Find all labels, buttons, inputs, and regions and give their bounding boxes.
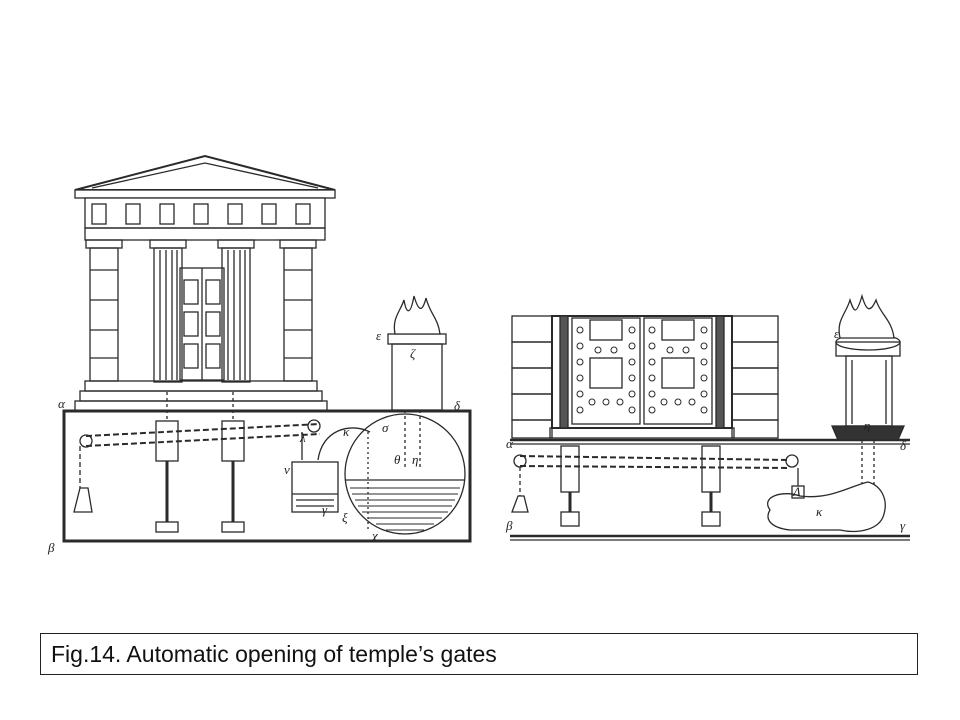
right-label-lambda: Λ — [791, 484, 801, 499]
water-sphere — [344, 413, 466, 535]
right-drum — [221, 420, 245, 462]
pediment-inner — [91, 162, 319, 189]
triglyphs — [91, 203, 311, 225]
right-drum-left-weight — [560, 511, 580, 527]
right-drum-right-weight — [701, 511, 721, 527]
bucket — [291, 461, 339, 513]
underground-chamber — [62, 409, 472, 543]
right-altar-flame — [838, 293, 895, 339]
gate-studs — [576, 326, 708, 414]
frieze — [84, 197, 326, 229]
left-label-theta: θ — [394, 452, 401, 467]
gate-leaf-left — [571, 317, 641, 425]
left-label-zeta: ζ — [410, 346, 416, 361]
right-label-kappa: κ — [816, 504, 823, 519]
left-label-lambda: λ — [299, 430, 306, 445]
left-pulley — [79, 434, 93, 448]
counterweight — [73, 487, 93, 513]
leather-bag — [767, 481, 886, 533]
left-label-nu: ν — [284, 462, 290, 477]
altar-flame — [393, 295, 441, 335]
figure-caption: Fig.14. Automatic opening of temple’s ga… — [51, 641, 497, 667]
left-label-sigma: σ — [382, 420, 389, 435]
right-anta — [283, 247, 313, 382]
cornice — [74, 189, 336, 199]
left-label-xi: ξ — [342, 510, 348, 525]
left-temple-elevation — [62, 154, 472, 543]
right-chain — [519, 455, 791, 461]
left-label-epsilon: ε — [376, 328, 382, 343]
right-gate-section — [510, 293, 910, 541]
left-label-eta: η — [412, 452, 418, 467]
right-column — [217, 239, 255, 383]
left-label-beta: β — [47, 540, 55, 555]
caption-box: Fig.14. Automatic opening of temple’s ga… — [40, 633, 918, 675]
left-label-chi: χ — [370, 528, 378, 543]
right-label-epsilon: ε — [834, 326, 840, 341]
masonry-left — [511, 315, 553, 439]
right-pulley — [307, 419, 321, 433]
right-label-alpha: α — [506, 436, 514, 451]
step-middle — [79, 390, 323, 402]
masonry-right — [731, 315, 779, 439]
left-label-gamma: γ — [322, 502, 328, 517]
left-label-delta: δ — [454, 398, 461, 413]
right-counterweight — [511, 495, 529, 513]
threshold — [549, 427, 735, 439]
left-column — [149, 239, 187, 383]
left-label-alpha: α — [58, 396, 66, 411]
left-altar — [387, 295, 447, 411]
right-altar — [831, 293, 905, 441]
left-label-kappa: κ — [343, 424, 350, 439]
rope-chain — [85, 423, 321, 437]
right-label-delta: δ — [900, 438, 907, 453]
right-label-gamma: γ — [900, 518, 906, 533]
pediment — [74, 154, 336, 191]
right-label-beta: β — [505, 518, 513, 533]
right-label-eta: η — [864, 418, 870, 433]
architrave — [84, 227, 326, 241]
step-top — [84, 380, 318, 392]
left-anta — [89, 247, 119, 382]
gate-leaf-right — [643, 317, 713, 425]
